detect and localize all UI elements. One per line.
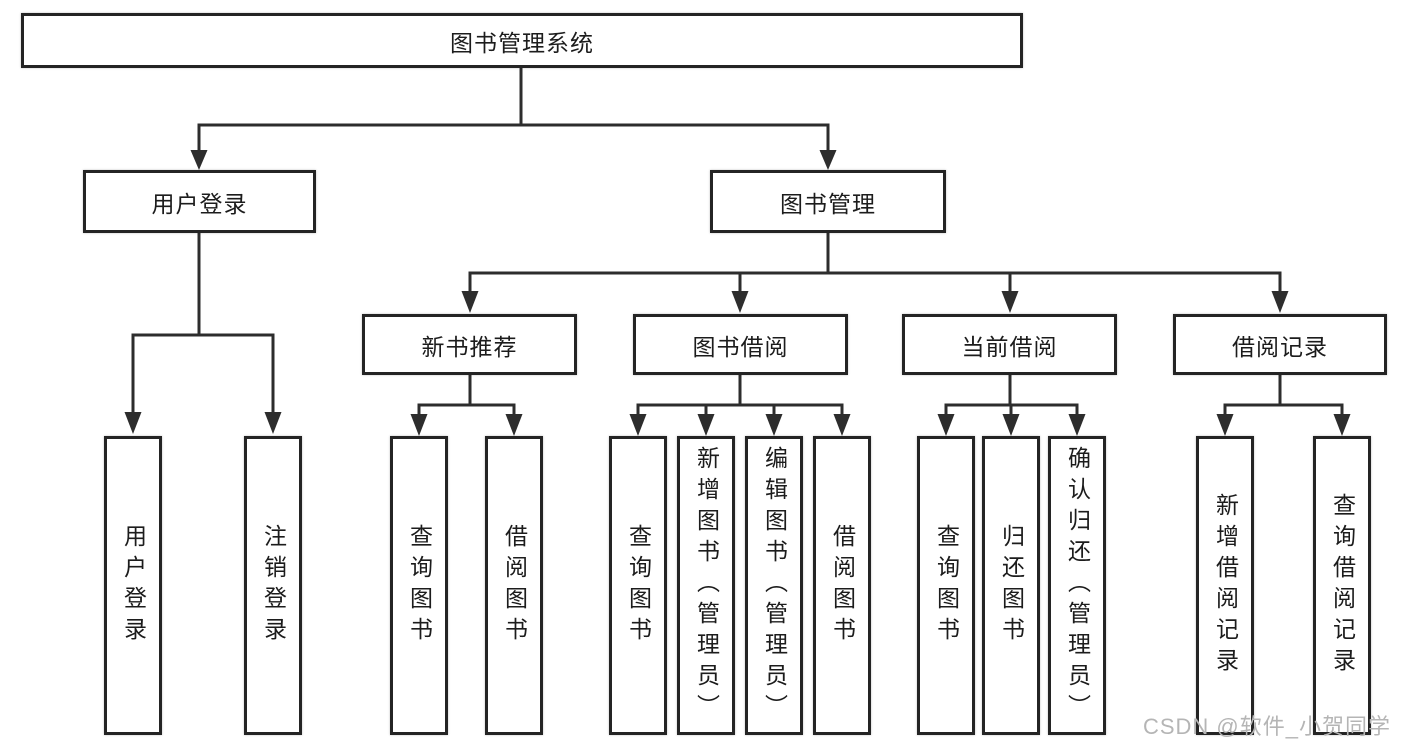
arrowhead-icon: [937, 414, 955, 436]
node-user-login: 用户登录: [83, 170, 316, 233]
arrowhead-icon: [697, 414, 715, 436]
leaf-query-books-recommend: 查询图书: [390, 436, 448, 735]
arrowhead-icon: [1001, 291, 1019, 313]
leaf-add-borrow-record: 新增借阅记录: [1196, 436, 1254, 735]
arrowhead-icon: [731, 291, 749, 313]
leaf-return-books: 归还图书: [982, 436, 1040, 735]
arrowhead-icon: [505, 414, 523, 436]
leaf-query-books-borrow: 查询图书: [609, 436, 667, 735]
arrowhead-icon: [833, 414, 851, 436]
arrowhead-icon: [1002, 414, 1020, 436]
arrowhead-icon: [410, 414, 428, 436]
leaf-user-login: 用户登录: [104, 436, 162, 735]
node-borrow-records: 借阅记录: [1173, 314, 1387, 375]
arrowhead-icon: [190, 150, 208, 170]
arrowhead-icon: [1333, 414, 1351, 436]
csdn-watermark: CSDN @软件_小贺同学: [1142, 714, 1391, 739]
node-book-management: 图书管理: [710, 170, 946, 233]
node-root-system: 图书管理系统: [21, 13, 1023, 68]
arrowhead-icon: [461, 291, 479, 313]
leaf-add-books-admin: 新增图书（管理员）: [677, 436, 735, 735]
node-book-borrow: 图书借阅: [633, 314, 848, 375]
arrowhead-icon: [124, 412, 142, 434]
leaf-borrow-books: 借阅图书: [813, 436, 871, 735]
leaf-borrow-books-recommend: 借阅图书: [485, 436, 543, 735]
leaf-logout-login: 注销登录: [244, 436, 302, 735]
arrowhead-icon: [819, 150, 837, 170]
node-current-borrow: 当前借阅: [902, 314, 1117, 375]
arrowhead-icon: [629, 414, 647, 436]
leaf-edit-books-admin: 编辑图书（管理员）: [745, 436, 803, 735]
leaf-query-borrow-record: 查询借阅记录: [1313, 436, 1371, 735]
arrowhead-icon: [1216, 414, 1234, 436]
arrowhead-icon: [765, 414, 783, 436]
leaf-confirm-return-admin: 确认归还（管理员）: [1048, 436, 1106, 735]
arrowhead-icon: [1068, 414, 1086, 436]
arrowhead-icon: [264, 412, 282, 434]
leaf-query-books-current: 查询图书: [917, 436, 975, 735]
node-new-book-recommend: 新书推荐: [362, 314, 577, 375]
arrowhead-icon: [1271, 291, 1289, 313]
